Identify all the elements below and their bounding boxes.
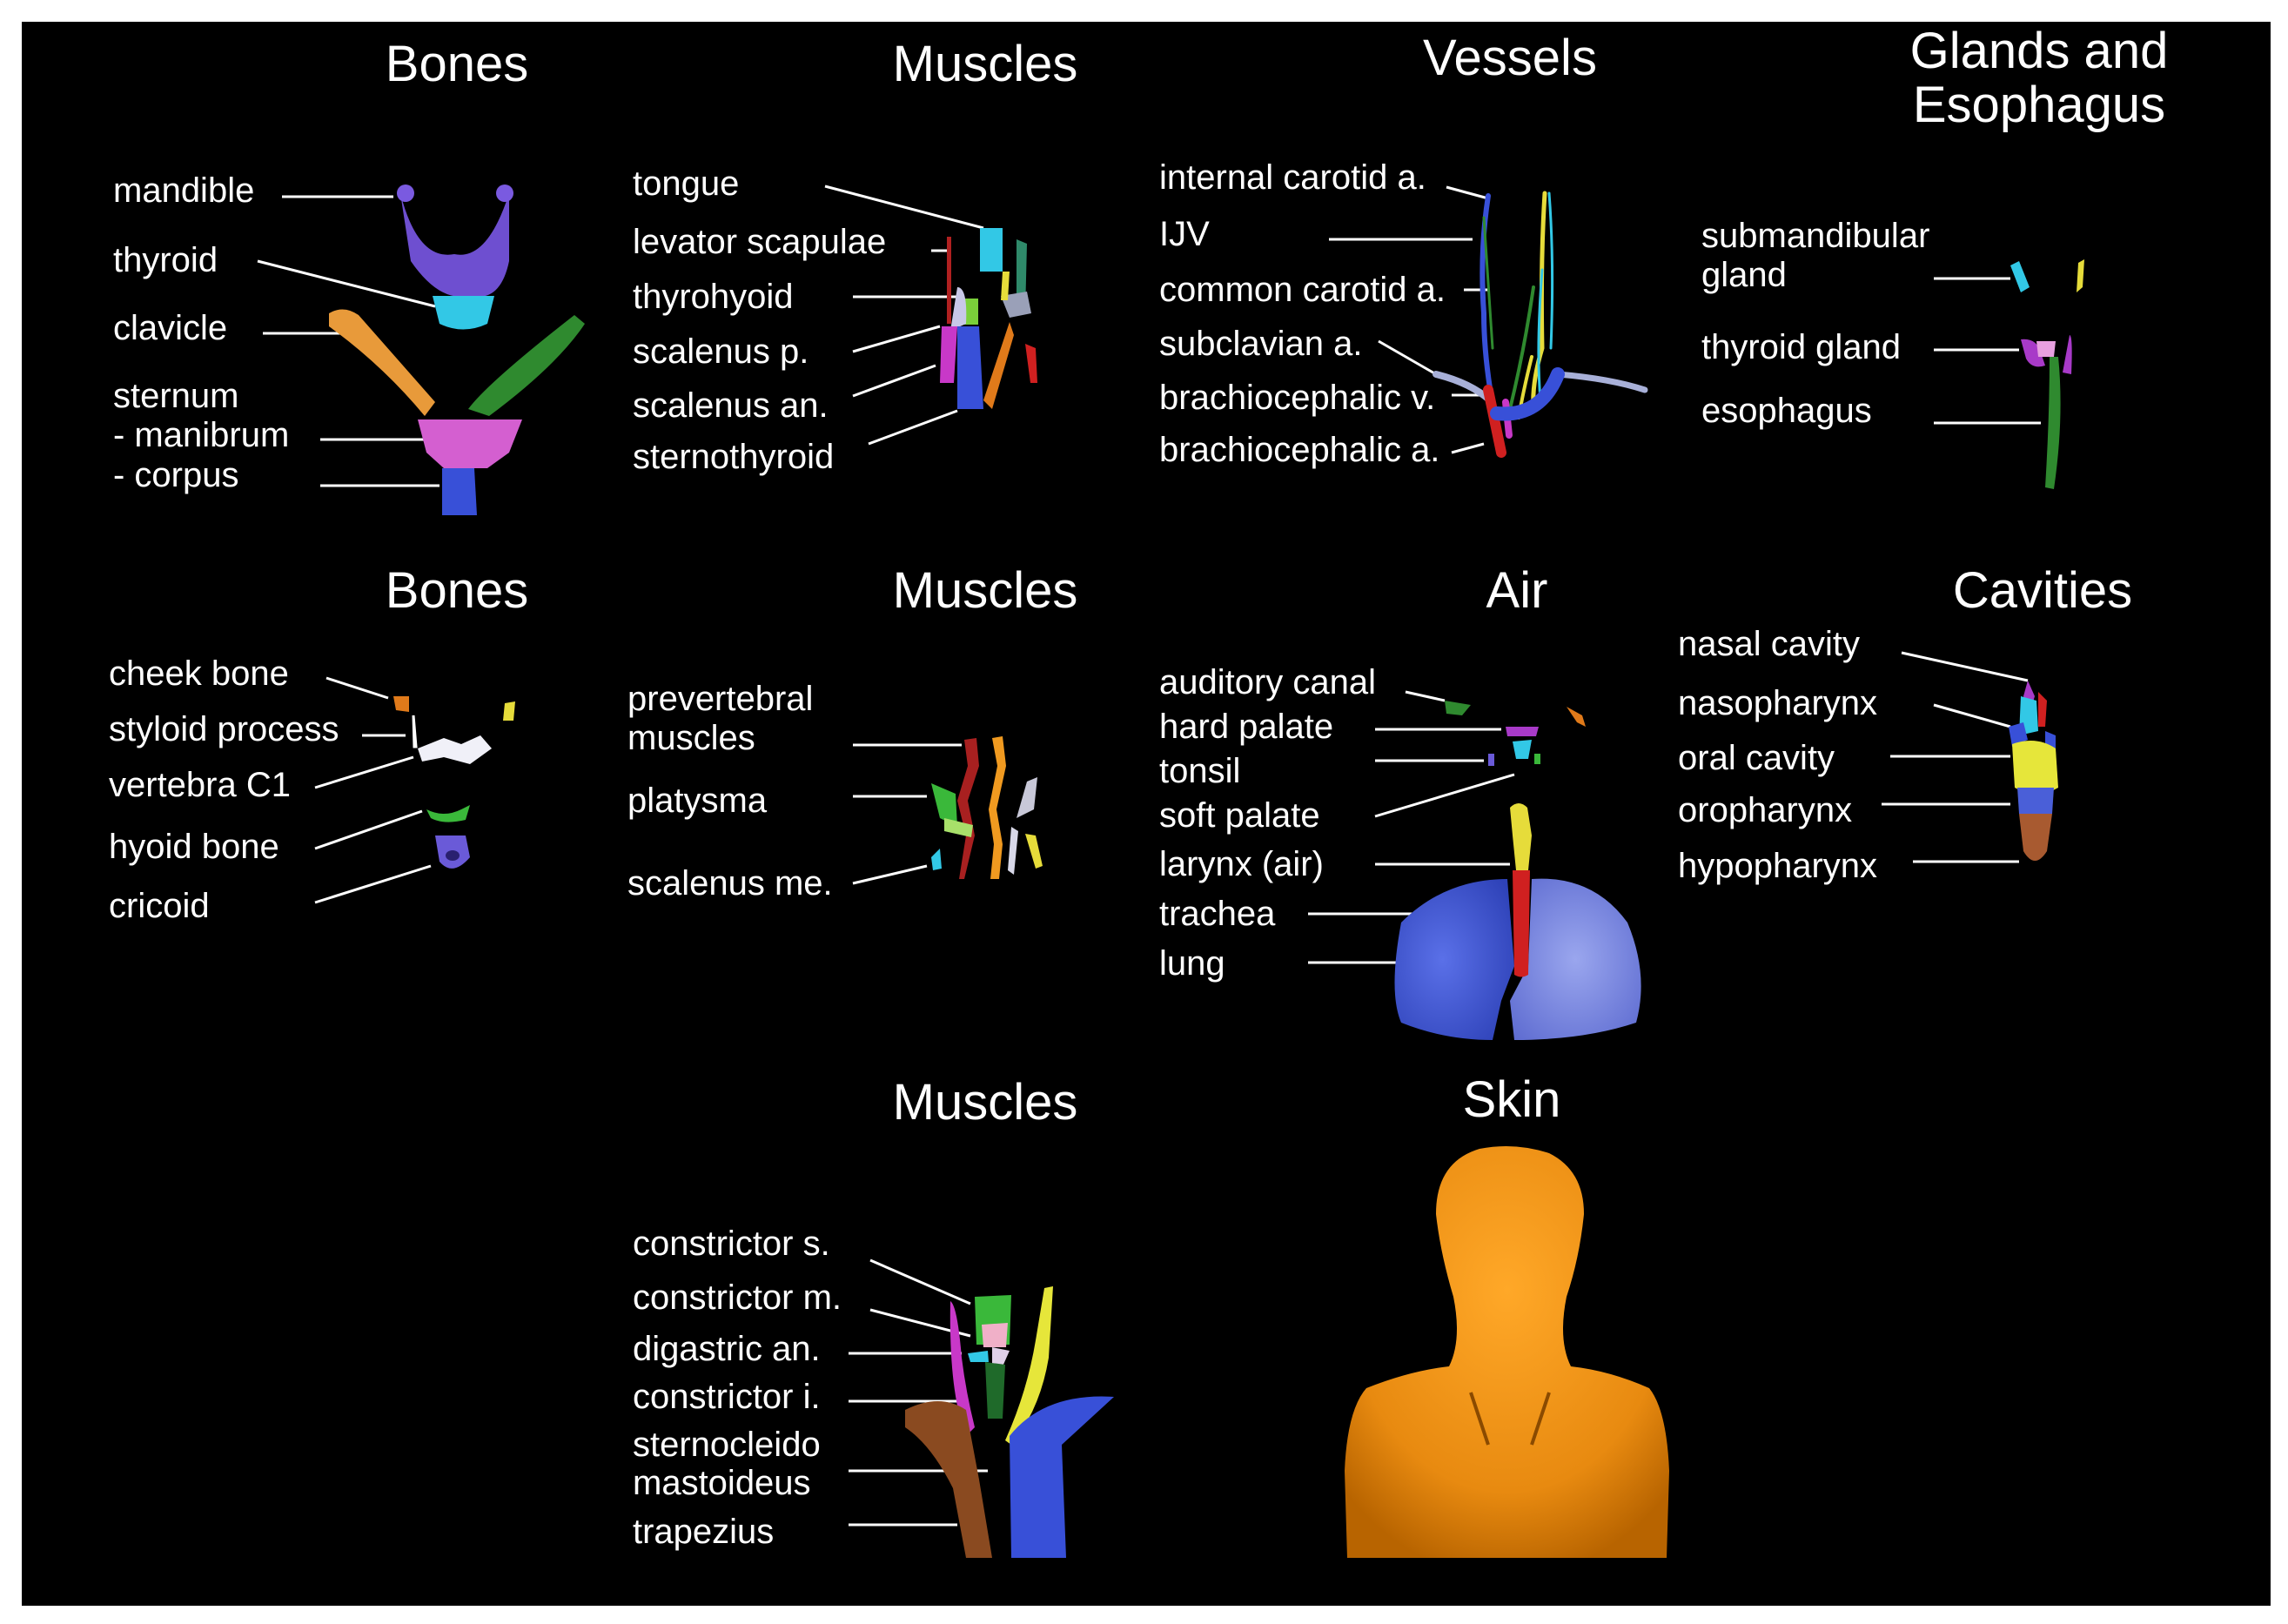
bones-2-illustration bbox=[393, 696, 515, 869]
muscles-title-2: Muscles bbox=[892, 562, 1078, 619]
label-lung: lung bbox=[1159, 944, 1225, 983]
label-prevertebral: prevertebral bbox=[627, 680, 814, 718]
label-muscles: muscles bbox=[627, 719, 755, 757]
label-tongue: tongue bbox=[633, 164, 740, 203]
label-auditory-canal: auditory canal bbox=[1159, 663, 1377, 701]
glands-illustration bbox=[2010, 259, 2084, 489]
label-scalenus-me: scalenus me. bbox=[627, 864, 833, 903]
air-title: Air bbox=[1486, 562, 1548, 619]
leader-lines bbox=[257, 185, 2041, 1527]
label-constrictor-m: constrictor m. bbox=[633, 1278, 842, 1317]
label-thyroid: thyroid bbox=[113, 241, 218, 279]
label-internal-carotid: internal carotid a. bbox=[1159, 158, 1426, 197]
label-nasopharynx: nasopharynx bbox=[1678, 684, 1878, 722]
skin-illustration bbox=[1345, 1145, 1669, 1558]
label-nasal-cavity: nasal cavity bbox=[1678, 625, 1860, 663]
vessels-illustration bbox=[1433, 191, 1648, 458]
muscles-1-illustration bbox=[940, 228, 1037, 409]
bones-1-illustration bbox=[329, 185, 585, 515]
label-manibrum: - manibrum bbox=[113, 416, 290, 454]
label-hypopharynx: hypopharynx bbox=[1678, 847, 1878, 885]
glands-title-line-2: Esophagus bbox=[1912, 77, 2166, 133]
glands-esophagus-title: Glands and Esophagus bbox=[1910, 24, 2169, 132]
label-levator-scapulae: levator scapulae bbox=[633, 223, 887, 261]
label-trachea: trachea bbox=[1159, 895, 1276, 933]
label-constrictor-i: constrictor i. bbox=[633, 1378, 821, 1416]
label-thyroid-gland: thyroid gland bbox=[1701, 328, 1902, 366]
label-oropharynx: oropharynx bbox=[1678, 791, 1853, 829]
muscles-title-3: Muscles bbox=[892, 1074, 1078, 1131]
label-brachiocephalic-a: brachiocephalic a. bbox=[1159, 431, 1440, 469]
label-common-carotid: common carotid a. bbox=[1159, 271, 1446, 309]
label-hard-palate: hard palate bbox=[1159, 708, 1334, 746]
label-ijv: IJV bbox=[1159, 215, 1210, 253]
label-vertebra-c1: vertebra C1 bbox=[109, 766, 291, 804]
label-sternothyroid: sternothyroid bbox=[633, 438, 835, 476]
label-larynx-air: larynx (air) bbox=[1159, 845, 1324, 883]
label-cheek-bone: cheek bone bbox=[109, 654, 289, 693]
cavities-illustration bbox=[2009, 681, 2058, 861]
muscles-title-1: Muscles bbox=[892, 36, 1078, 92]
label-constrictor-s: constrictor s. bbox=[633, 1225, 830, 1263]
label-scalenus-an: scalenus an. bbox=[633, 386, 829, 425]
label-soft-palate: soft palate bbox=[1159, 796, 1320, 835]
label-sternocleido: sternocleido bbox=[633, 1426, 821, 1464]
label-hyoid-bone: hyoid bone bbox=[109, 828, 279, 866]
glands-title-line-1: Glands and bbox=[1909, 23, 2169, 79]
figure-background bbox=[22, 22, 2271, 1606]
air-illustration bbox=[1394, 701, 1641, 1040]
label-sternum: sternum bbox=[113, 377, 239, 415]
muscles-3-illustration bbox=[905, 1286, 1114, 1558]
label-esophagus: esophagus bbox=[1701, 392, 1872, 430]
label-thyrohyoid: thyrohyoid bbox=[633, 278, 794, 316]
label-cricoid: cricoid bbox=[109, 887, 210, 925]
label-clavicle: clavicle bbox=[113, 309, 228, 347]
label-oral-cavity: oral cavity bbox=[1678, 739, 1835, 777]
label-platysma: platysma bbox=[627, 782, 768, 820]
vessels-title: Vessels bbox=[1423, 30, 1597, 86]
label-tonsil: tonsil bbox=[1159, 752, 1241, 790]
label-trapezius: trapezius bbox=[633, 1513, 775, 1551]
label-styloid-process: styloid process bbox=[109, 710, 339, 748]
label-submandibular: submandibular bbox=[1701, 217, 1930, 255]
label-gland: gland bbox=[1701, 256, 1787, 294]
bones-title-2: Bones bbox=[385, 562, 529, 619]
label-subclavian: subclavian a. bbox=[1159, 325, 1363, 363]
bones-title-1: Bones bbox=[385, 36, 529, 92]
muscles-2-illustration bbox=[931, 736, 1043, 879]
label-mastoideus: mastoideus bbox=[633, 1464, 811, 1502]
label-brachiocephalic-v: brachiocephalic v. bbox=[1159, 379, 1436, 417]
label-corpus: - corpus bbox=[113, 456, 239, 494]
label-scalenus-p: scalenus p. bbox=[633, 332, 809, 371]
label-digastric-an: digastric an. bbox=[633, 1330, 821, 1368]
skin-title: Skin bbox=[1462, 1071, 1561, 1128]
label-mandible: mandible bbox=[113, 171, 255, 210]
cavities-title: Cavities bbox=[1952, 562, 2133, 619]
